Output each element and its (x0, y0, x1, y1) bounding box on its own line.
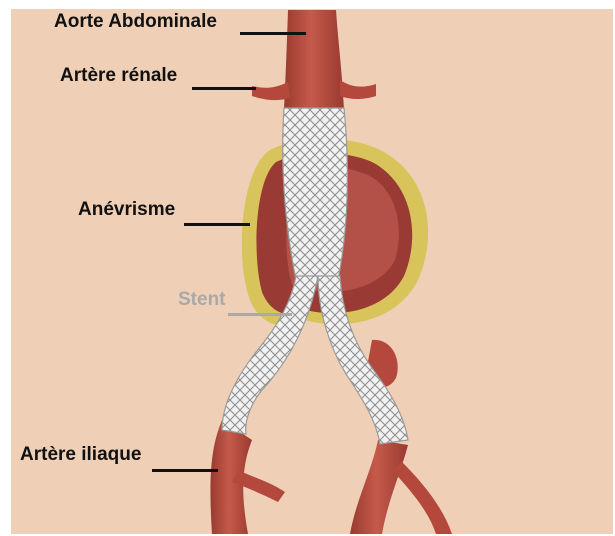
leader-line-renale (192, 87, 256, 90)
renal-artery-left (252, 82, 290, 100)
label-stent: Stent (178, 290, 226, 309)
leader-line-aorte (240, 32, 306, 35)
leader-line-anevrisme (184, 223, 250, 226)
abdominal-aorta (284, 10, 344, 110)
leader-line-stent (228, 313, 292, 316)
stent-graft-main-body (283, 108, 348, 280)
iliac-artery-right (350, 440, 408, 534)
label-artere-renale: Artère rénale (60, 66, 177, 85)
label-aorte-abdominale: Aorte Abdominale (54, 12, 217, 31)
label-anevrisme: Anévrisme (78, 200, 175, 219)
leader-line-iliaque (152, 469, 218, 472)
label-artere-iliaque: Artère iliaque (20, 445, 141, 464)
iliac-branch-right (392, 462, 452, 534)
renal-artery-right (340, 80, 376, 99)
